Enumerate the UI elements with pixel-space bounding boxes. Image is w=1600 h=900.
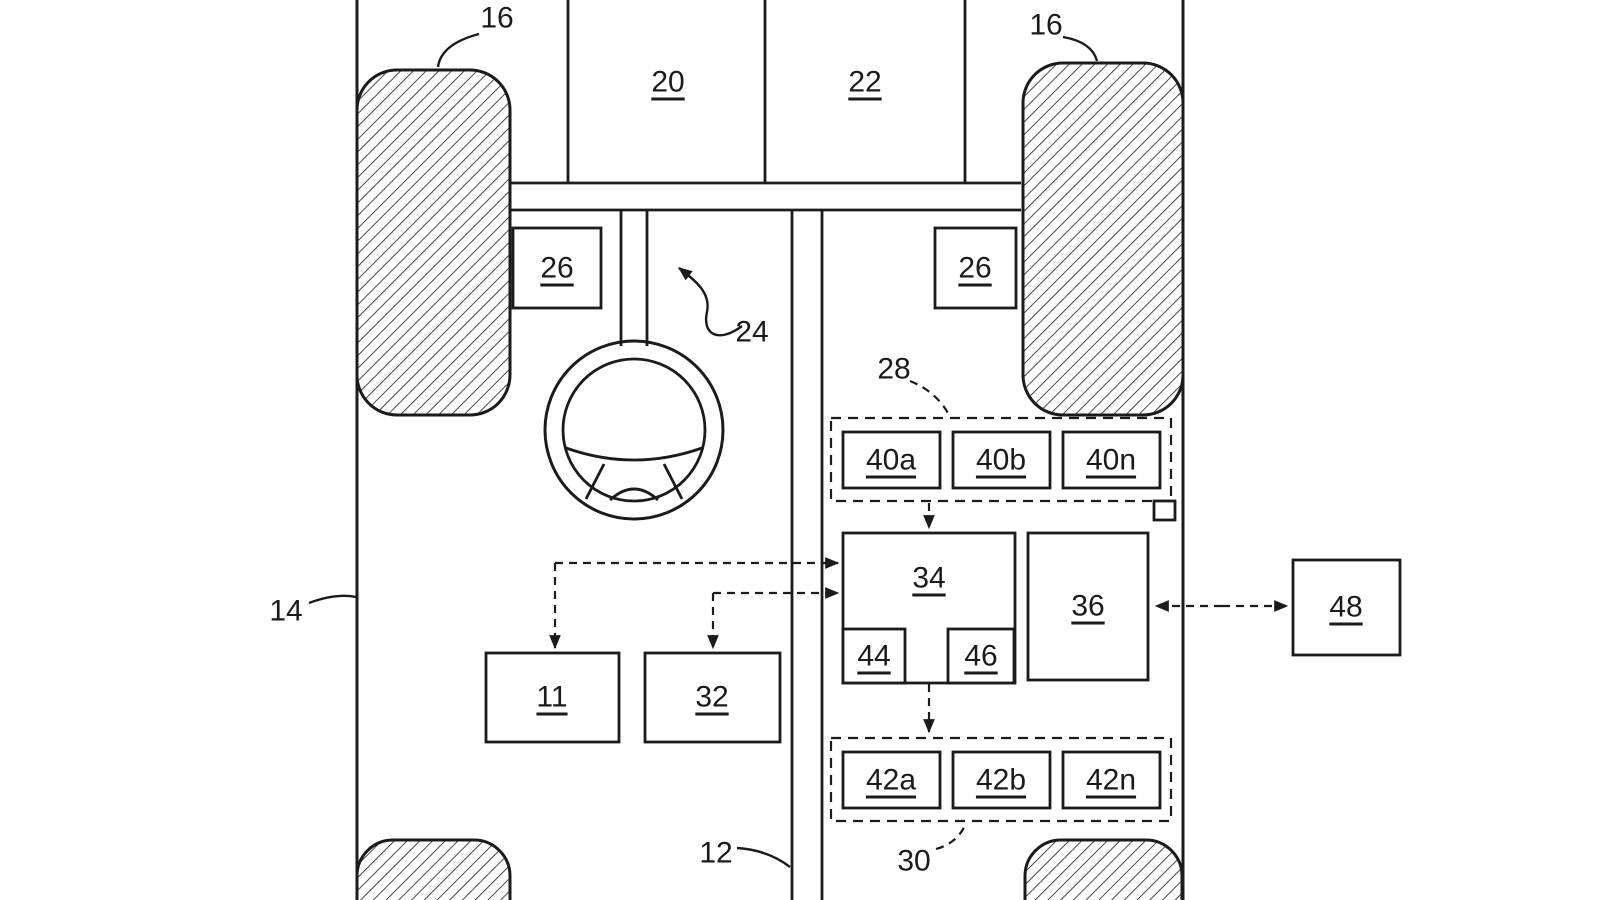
sensor-group-30: 42a 42b 42n 30 bbox=[829, 736, 1173, 878]
body-ref: 14 bbox=[269, 594, 357, 628]
box-42a-label: 42a bbox=[866, 764, 916, 797]
sensor-group-28: 40a 40b 40n 28 bbox=[829, 353, 1177, 522]
box-26-right: 26 bbox=[933, 226, 1018, 310]
box-26-left-label: 26 bbox=[540, 252, 573, 285]
label-28: 28 bbox=[877, 353, 910, 386]
box-26-left: 26 bbox=[511, 226, 603, 310]
box-34-label: 34 bbox=[912, 562, 945, 595]
box-36: 36 bbox=[1026, 531, 1150, 682]
wheel-fl-leader bbox=[436, 32, 480, 68]
box-22-label: 22 bbox=[848, 66, 881, 99]
wheel-rear-right bbox=[1023, 838, 1184, 900]
box-20: 20 bbox=[566, 0, 767, 183]
label-12: 12 bbox=[699, 837, 732, 870]
wheel-rear-left bbox=[355, 838, 512, 900]
box-11: 11 bbox=[484, 651, 621, 744]
group-30-leader bbox=[935, 822, 968, 851]
steering-wheel bbox=[543, 339, 725, 521]
signal-connectors bbox=[549, 503, 1289, 734]
front-axle-bar bbox=[510, 181, 1021, 212]
label-16-left: 16 bbox=[480, 2, 513, 35]
body-leader bbox=[308, 594, 357, 605]
wheel-fr-leader bbox=[1062, 35, 1099, 62]
wheel-front-right bbox=[1021, 61, 1185, 417]
centerline-ref: 12 bbox=[699, 837, 791, 870]
box-32-label: 32 bbox=[695, 681, 728, 714]
box-26-right-label: 26 bbox=[958, 252, 991, 285]
box-40b-label: 40b bbox=[976, 444, 1026, 477]
label-14: 14 bbox=[269, 595, 302, 628]
group-28-leader bbox=[909, 379, 950, 416]
label-24: 24 bbox=[735, 316, 768, 349]
box-34: 34 44 46 bbox=[841, 531, 1017, 685]
box-40n-label: 40n bbox=[1086, 444, 1136, 477]
box-36-label: 36 bbox=[1071, 590, 1104, 623]
box-20-label: 20 bbox=[651, 66, 684, 99]
corner-connector-square bbox=[1152, 499, 1177, 522]
steering-column bbox=[619, 210, 649, 346]
box-22: 22 bbox=[848, 0, 967, 183]
wheel-refs: 16 16 bbox=[436, 2, 1099, 68]
label-16-right: 16 bbox=[1029, 9, 1062, 42]
box-32: 32 bbox=[643, 651, 782, 744]
box-11-label: 11 bbox=[536, 681, 567, 714]
box-48-label: 48 bbox=[1329, 591, 1362, 624]
steering-arrow-leader bbox=[678, 267, 743, 337]
steering-ref: 24 bbox=[678, 267, 769, 349]
label-30: 30 bbox=[897, 845, 930, 878]
box-42b-label: 42b bbox=[976, 764, 1026, 797]
box-42n-label: 42n bbox=[1086, 764, 1136, 797]
box-40a-label: 40a bbox=[866, 444, 916, 477]
wheel-front-left bbox=[355, 68, 512, 417]
box-46-label: 46 bbox=[964, 640, 997, 673]
centerline-leader bbox=[736, 846, 791, 868]
box-48: 48 bbox=[1291, 558, 1402, 657]
box-44-label: 44 bbox=[857, 640, 890, 673]
vehicle-centerline bbox=[790, 210, 824, 900]
